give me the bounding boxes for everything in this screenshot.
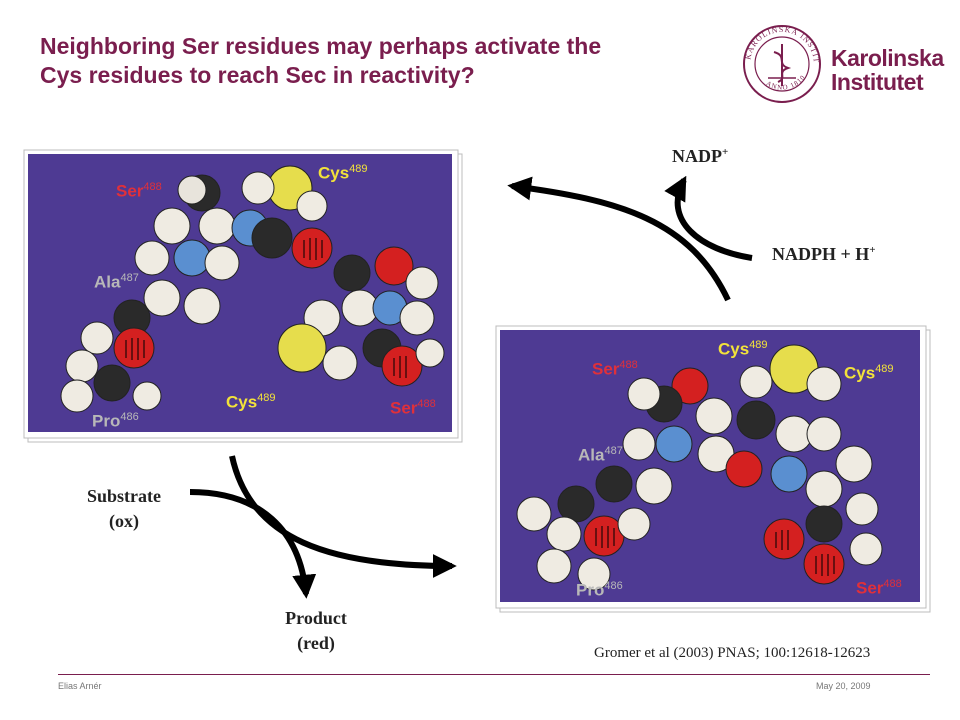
label-cys489-bottom-a: Cys489 [718,339,768,359]
label-cys489-top-b: Cys489 [226,392,276,412]
label-ser488-top-b: Ser488 [390,398,436,418]
label-pro486-top: Pro486 [92,411,139,431]
footer-author: Elias Arnér [58,681,102,691]
substrate-line-1: Substrate [86,486,161,506]
label-ser488-bottom-a: Ser488 [592,359,638,379]
logo-line-2: Institutet [831,69,924,95]
substrate-to-product-arrow [189,489,317,599]
molecule-image-top: Cys489 Ser488 Ala487 Pro486 Cys489 Ser48… [22,148,464,444]
title-line-1: Neighboring Ser residues may perhaps act… [40,33,602,59]
label-ala487-top: Ala487 [94,272,139,292]
footer-date: May 20, 2009 [816,681,871,691]
upper-large-arrow [507,176,731,302]
footer-divider [58,674,930,675]
citation: Gromer et al (2003) PNAS; 100:12618-1262… [594,645,871,661]
nadph-label: NADPH + H+ [772,244,876,264]
slide-title: Neighboring Ser residues may perhaps act… [40,32,720,90]
product-label: Product (red) [256,606,376,656]
karolinska-logo: KAROLINSKA INSTITUTET ANNO 1810 Karolins… [738,22,948,106]
lower-large-arrow [229,455,457,578]
product-line-1: Product [285,608,347,628]
substrate-line-2: (ox) [109,511,139,531]
molecule-model-bottom [495,325,931,613]
product-line-2: (red) [297,633,335,653]
label-pro486-bottom: Pro486 [576,580,623,600]
label-cys489-bottom-b: Cys489 [844,363,894,383]
label-ser488-bottom-b: Ser488 [856,578,902,598]
molecule-model-top [23,149,463,443]
nadph-to-nadp-arrow [664,175,753,261]
molecule-image-bottom: Cys489 Ser488 Cys489 Ala487 Pro486 Ser48… [494,324,932,614]
label-ser488-top-a: Ser488 [116,181,162,201]
title-line-2: Cys residues to reach Sec in reactivity? [40,62,475,88]
substrate-label: Substrate (ox) [64,484,184,534]
logo-wordmark: Karolinska Institutet [831,46,944,94]
label-cys489-top-a: Cys489 [318,163,368,183]
logo-line-1: Karolinska [831,45,944,71]
nadp-label: NADP+ [672,146,729,166]
karolinska-seal-icon: KAROLINSKA INSTITUTET ANNO 1810 [738,22,821,103]
label-ala487-bottom: Ala487 [578,445,623,465]
